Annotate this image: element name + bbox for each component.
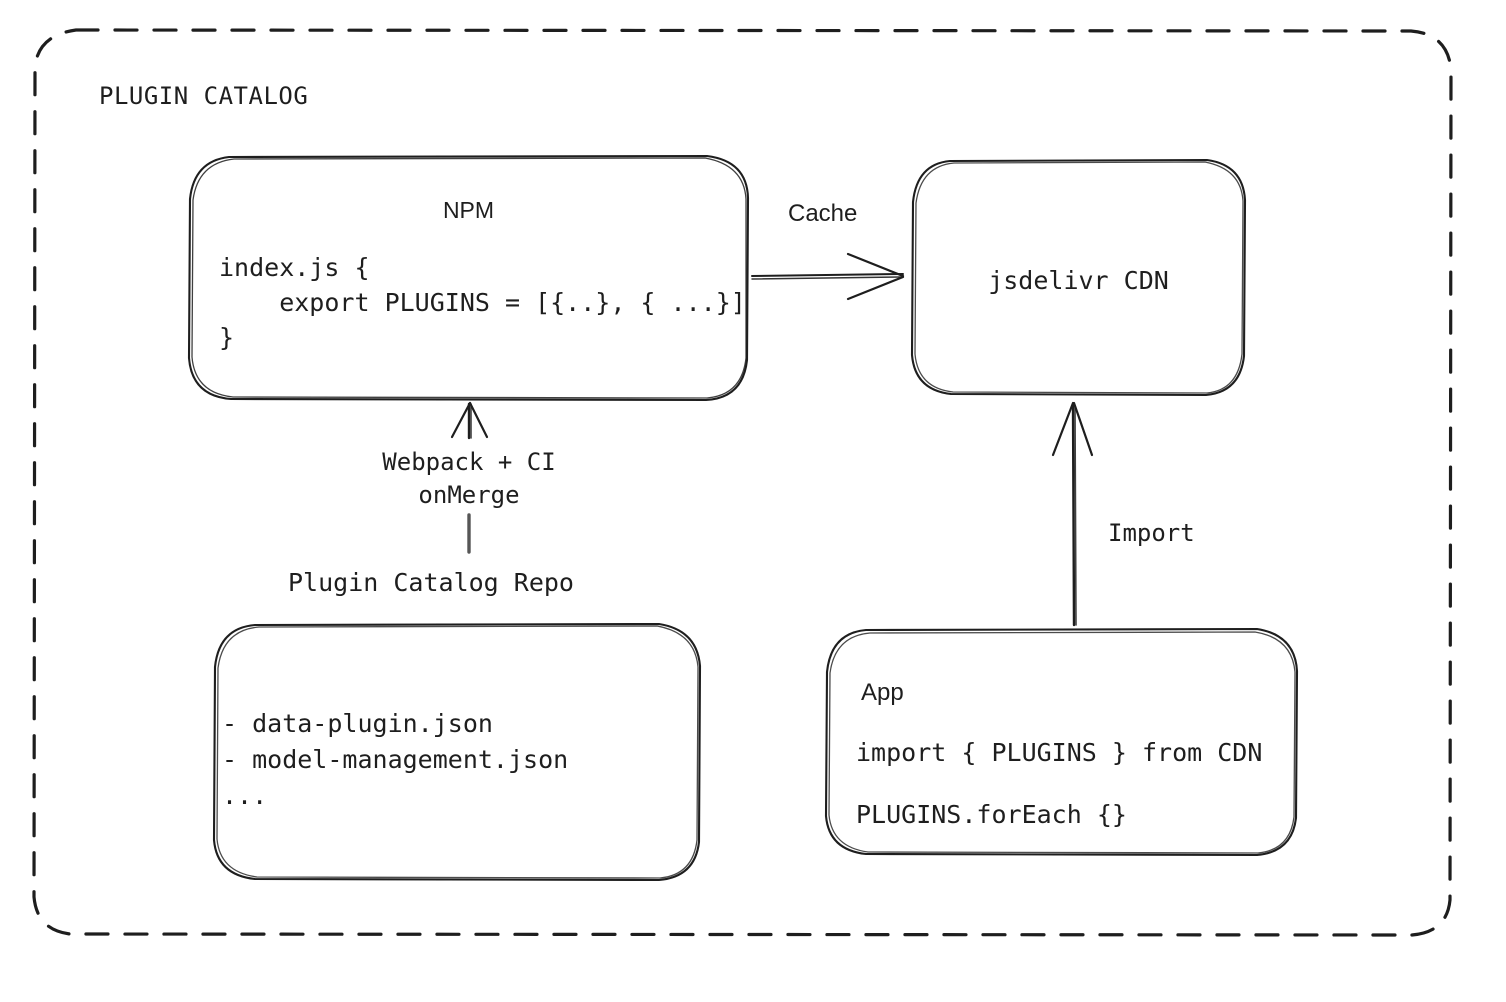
cdn-node-title: jsdelivr CDN [988,266,1169,295]
app-code-line-1: import { PLUGINS } from CDN [856,738,1263,767]
webpack-ci-arrow [450,401,489,554]
npm-node-title: NPM [442,197,495,223]
import-arrow [1051,401,1094,627]
repo-item-1: - data-plugin.json [222,709,493,738]
app-node-title: App [861,679,904,706]
repo-caption: Plugin Catalog Repo [288,568,574,597]
page-title: PLUGIN CATALOG [99,82,309,110]
repo-item-2: - model-management.json [222,745,569,774]
npm-code-line-1: index.js { [219,253,370,282]
repo-box-border [212,622,702,882]
webpack-ci-line-2: onMerge [418,481,520,510]
repo-item-3: ... [222,781,268,810]
plugin-catalog-container-border [32,28,1453,937]
webpack-ci-edge-label: Webpack + CI onMerge [371,446,567,512]
app-code-line-2: PLUGINS.forEach {} [856,800,1127,829]
webpack-ci-line-1: Webpack + CI [382,448,556,476]
app-box-border [824,627,1299,857]
npm-code-line-3: } [219,323,235,352]
npm-box-border [187,154,750,402]
import-edge-label: Import [1108,519,1195,547]
cache-arrow [751,252,905,301]
cdn-box-border [910,158,1247,397]
npm-code-line-2: export PLUGINS = [{..}, { ...}] [219,288,746,317]
cache-edge-label: Cache [788,200,858,227]
